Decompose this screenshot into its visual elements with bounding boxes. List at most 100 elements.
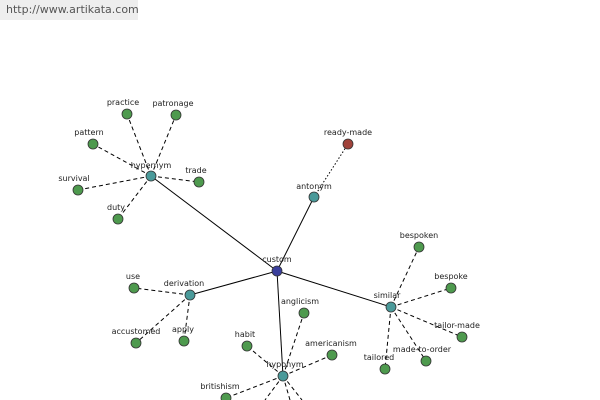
node-marker[interactable] (420, 355, 432, 367)
edge-hypernym-trade (150, 175, 200, 183)
word-node-use[interactable]: use (126, 272, 140, 294)
node-marker[interactable] (220, 392, 232, 400)
edge-hyponym-offscreen-2 (282, 375, 303, 400)
node-label: antonym (296, 182, 332, 191)
relation-node-antonym[interactable]: antonym (296, 182, 332, 203)
node-label: bespoken (400, 231, 438, 240)
word-node-made-to-order[interactable]: made-to-order (393, 345, 452, 367)
url-banner[interactable]: http://www.artikata.com (0, 0, 138, 20)
edge-hypernym-duty (117, 175, 152, 220)
node-label: americanism (305, 339, 357, 348)
node-marker[interactable] (298, 307, 310, 319)
edge-hyponym-americanism (282, 354, 333, 377)
edge-derivation-accustomed (135, 294, 191, 344)
node-marker[interactable] (121, 108, 133, 120)
word-node-practice[interactable]: practice (107, 98, 139, 120)
edge-root-similar (276, 270, 392, 308)
edge-root-antonym (276, 196, 315, 272)
edge-hyponym-habit (246, 345, 284, 377)
edge-derivation-apply (183, 294, 191, 342)
node-label: tailored (364, 353, 395, 362)
node-label: tailor-made (434, 321, 480, 330)
node-label: britishism (200, 382, 240, 391)
node-label: pattern (74, 128, 103, 137)
node-label: use (126, 272, 140, 281)
relation-node-similar[interactable]: similar (374, 291, 402, 313)
relation-node-derivation[interactable]: derivation (164, 279, 204, 301)
word-node-bespoken[interactable]: bespoken (400, 231, 438, 253)
node-label: hypernym (131, 161, 172, 170)
node-marker[interactable] (277, 370, 289, 382)
edge-hyponym-britishism (225, 375, 284, 399)
relation-node-hyponym[interactable]: hyponym (266, 360, 304, 382)
node-marker[interactable] (130, 337, 142, 349)
node-marker[interactable] (342, 138, 354, 150)
node-marker[interactable] (445, 282, 457, 294)
word-node-americanism[interactable]: americanism (305, 339, 357, 361)
node-label: patronage (152, 99, 193, 108)
node-marker[interactable] (128, 282, 140, 294)
word-node-apply[interactable]: apply (172, 325, 194, 347)
node-marker[interactable] (170, 109, 182, 121)
edge-similar-made-to-order (390, 306, 427, 362)
node-label: hyponym (266, 360, 304, 369)
edge-similar-bespoke (390, 287, 452, 308)
node-marker[interactable] (241, 340, 253, 352)
node-marker[interactable] (271, 265, 283, 277)
node-label: similar (374, 291, 402, 300)
edge-root-hypernym (150, 175, 278, 272)
word-node-patronage[interactable]: patronage (152, 99, 194, 121)
node-marker[interactable] (184, 289, 196, 301)
edge-root-hyponym (276, 270, 284, 377)
node-label: ready-made (324, 128, 372, 137)
word-node-tailored[interactable]: tailored (364, 353, 395, 375)
edge-derivation-use (133, 287, 191, 296)
node-label: trade (185, 166, 206, 175)
edge-root-derivation (189, 270, 278, 296)
edge-hypernym-patronage (150, 114, 177, 177)
node-marker[interactable] (308, 191, 320, 203)
node-label: practice (107, 98, 139, 107)
graph-edges (77, 113, 463, 400)
edge-hypernym-survival (77, 175, 152, 191)
word-node-bespoke[interactable]: bespoke (434, 272, 468, 294)
node-marker[interactable] (145, 170, 157, 182)
word-node-accustomed[interactable]: accustomed (112, 327, 161, 349)
node-label: accustomed (112, 327, 161, 336)
word-node-survival[interactable]: survival (58, 174, 90, 196)
node-label: bespoke (434, 272, 467, 281)
node-marker[interactable] (326, 349, 338, 361)
edge-similar-tailored (384, 306, 392, 370)
node-marker[interactable] (87, 138, 99, 150)
word-node-ready-made[interactable]: ready-made (324, 128, 372, 150)
node-label: made-to-order (393, 345, 452, 354)
word-node-trade[interactable]: trade (185, 166, 207, 188)
node-marker[interactable] (193, 176, 205, 188)
node-marker[interactable] (413, 241, 425, 253)
node-label: apply (172, 325, 194, 334)
node-label: habit (235, 330, 255, 339)
word-node-duty[interactable]: duty (107, 203, 125, 225)
word-node-britishism[interactable]: britishism (200, 382, 240, 400)
node-marker[interactable] (456, 331, 468, 343)
node-marker[interactable] (178, 335, 190, 347)
edge-hypernym-pattern (92, 143, 152, 177)
relation-node-hypernym[interactable]: hypernym (131, 161, 172, 182)
node-marker[interactable] (112, 213, 124, 225)
node-marker[interactable] (379, 363, 391, 375)
word-node-pattern[interactable]: pattern (74, 128, 104, 150)
word-node-anglicism[interactable]: anglicism (281, 297, 319, 319)
node-marker[interactable] (385, 301, 397, 313)
node-marker[interactable] (72, 184, 84, 196)
word-node-habit[interactable]: habit (235, 330, 255, 352)
node-label: anglicism (281, 297, 319, 306)
node-label: survival (58, 174, 89, 183)
root-node-custom[interactable]: custom (262, 255, 292, 277)
graph-nodes: practice patronage pattern survival trade dut… (58, 98, 480, 400)
word-node-tailor-made[interactable]: tailor-made (434, 321, 480, 343)
node-label: derivation (164, 279, 204, 288)
edge-similar-tailor-made (390, 306, 463, 338)
edge-hyponym-offscreen-0 (264, 375, 284, 400)
node-label: custom (262, 255, 292, 264)
